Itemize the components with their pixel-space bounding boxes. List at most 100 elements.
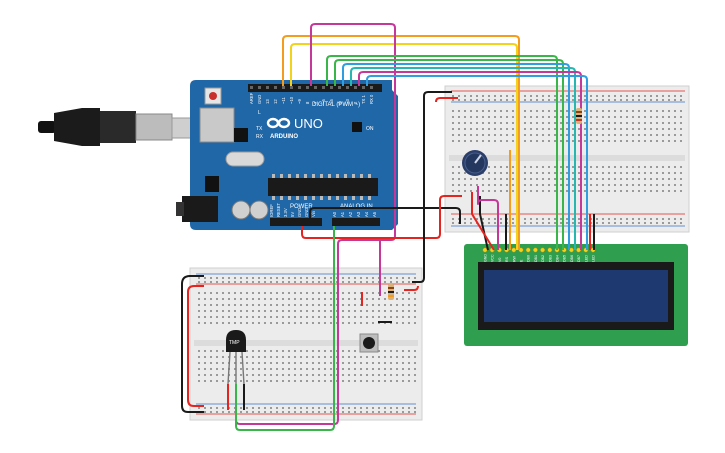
pin-label: ~9 — [297, 99, 302, 104]
pin-label: IOREF — [269, 204, 274, 217]
pushbutton[interactable] — [359, 333, 379, 353]
wire-magenta-top — [235, 23, 396, 425]
lcd-pin-label: GND — [484, 254, 488, 262]
lcd-pin-label: RS — [505, 256, 509, 262]
pin-label: RESET — [276, 203, 281, 217]
pin-label: A5 — [372, 211, 377, 217]
pin-label: 4 — [337, 101, 342, 104]
pin-label: 5V — [290, 212, 295, 217]
pin-label: Vin — [311, 210, 316, 217]
wire-teal-1 — [350, 67, 576, 250]
wire-blue-1 — [342, 63, 570, 250]
wire-green-2 — [334, 59, 564, 250]
wire-red-bottom — [404, 285, 419, 291]
arduino-logo-text: UNO — [294, 116, 323, 131]
breadboard-top-holes — [452, 95, 682, 224]
pin-label: ~6 — [321, 99, 326, 104]
lcd-pin-label: DB5 — [563, 255, 567, 262]
wire-green-1 — [326, 55, 558, 250]
lcd-pin-label: V0 — [498, 258, 502, 262]
wire-black-left-rail — [181, 275, 204, 413]
pin-label: A2 — [348, 211, 353, 217]
pin-label: 8 — [305, 101, 310, 104]
wire-black-top-left — [423, 91, 452, 100]
lcd-pin-label: DB0 — [527, 255, 531, 262]
arduino-infinity-logo — [266, 117, 291, 129]
wire-red-lcd-vcc — [471, 192, 495, 251]
lcd-pin — [511, 247, 517, 253]
wire-green-a0-loop — [235, 252, 335, 431]
lcd-pin-label: RW — [512, 255, 516, 262]
wire-blue-2 — [366, 75, 588, 250]
pin-label: A4 — [364, 211, 369, 217]
pin-label: TX 1 — [361, 94, 366, 104]
rx-label: RX — [256, 134, 264, 140]
tx-label: TX — [256, 126, 263, 132]
wire-red-5v — [301, 195, 462, 239]
lcd-pin — [532, 247, 538, 253]
l-label: L — [258, 110, 261, 116]
pin-label: 13 — [265, 99, 270, 104]
lcd-pin-label: DB7 — [577, 255, 581, 262]
resistor-top — [576, 108, 582, 124]
arduino-uno: DIGITAL (PWM ~) UNO ARDUINO ON TX RX L P… — [176, 80, 398, 230]
wire-black-gnd-top — [309, 207, 461, 226]
pin-label: RX 0 — [369, 94, 374, 104]
pin-label: ~10 — [289, 96, 294, 104]
resistor-bottom — [388, 284, 394, 300]
digital-label: DIGITAL (PWM ~) — [312, 102, 360, 108]
power-label: POWER — [290, 204, 313, 210]
lcd-pin-label: E — [520, 259, 524, 262]
wires-digital — [235, 23, 588, 425]
on-label: ON — [366, 126, 374, 132]
pin-label: 3.3V — [283, 208, 288, 217]
wire-orange-1 — [282, 35, 520, 250]
lcd-pin-label: DB1 — [534, 255, 538, 262]
wires-lcd — [471, 150, 595, 251]
breadboard-top — [444, 85, 690, 233]
pin-label: A3 — [356, 211, 361, 217]
lcd-pin-label: LED — [592, 255, 596, 262]
lcd-pin-label: DB6 — [570, 255, 574, 262]
lcd-pin-label: DB4 — [556, 255, 560, 262]
wire-yellow-1 — [290, 43, 518, 250]
pin-label: ~11 — [281, 97, 286, 104]
pin-label: GND — [297, 208, 302, 217]
arduino-brand: ARDUINO — [270, 134, 298, 140]
wire-black-down — [412, 100, 425, 283]
lcd-pin — [525, 247, 531, 253]
pin-label: 7 — [313, 101, 318, 104]
pin-label: A1 — [340, 211, 345, 217]
temperature-sensor: TMP — [226, 330, 246, 385]
wire-magenta-2 — [358, 71, 582, 250]
pin-label: 12 — [273, 99, 278, 104]
lcd-pin-label: DB2 — [541, 255, 545, 262]
lcd-pin — [540, 247, 546, 253]
wire-black-lcd-gnd — [479, 196, 489, 251]
wire-red-left-rail — [187, 285, 204, 407]
breadboard-bottom — [189, 267, 423, 421]
wire-magenta-lcd-v0 — [477, 186, 499, 250]
wires-power — [181, 91, 462, 431]
pin-label: GND — [304, 208, 309, 217]
lcd-pin — [547, 247, 553, 253]
lcd-pin-label: VCC — [491, 254, 495, 262]
pin-label: ~3 — [345, 99, 350, 104]
potentiometer[interactable] — [462, 150, 488, 176]
pin-label: A0 — [332, 211, 337, 217]
lcd-pin-label: LED — [584, 255, 588, 262]
wire-red-top-left — [435, 97, 458, 103]
lcd-pin — [482, 247, 488, 253]
pin-label: ~5 — [329, 99, 334, 104]
lcd-pin-label: DB3 — [548, 255, 552, 262]
pin-label: GND — [257, 95, 262, 104]
pin-label: AREF — [249, 92, 254, 104]
tmp-label: TMP — [229, 340, 240, 346]
pin-label: 2 — [353, 101, 358, 104]
